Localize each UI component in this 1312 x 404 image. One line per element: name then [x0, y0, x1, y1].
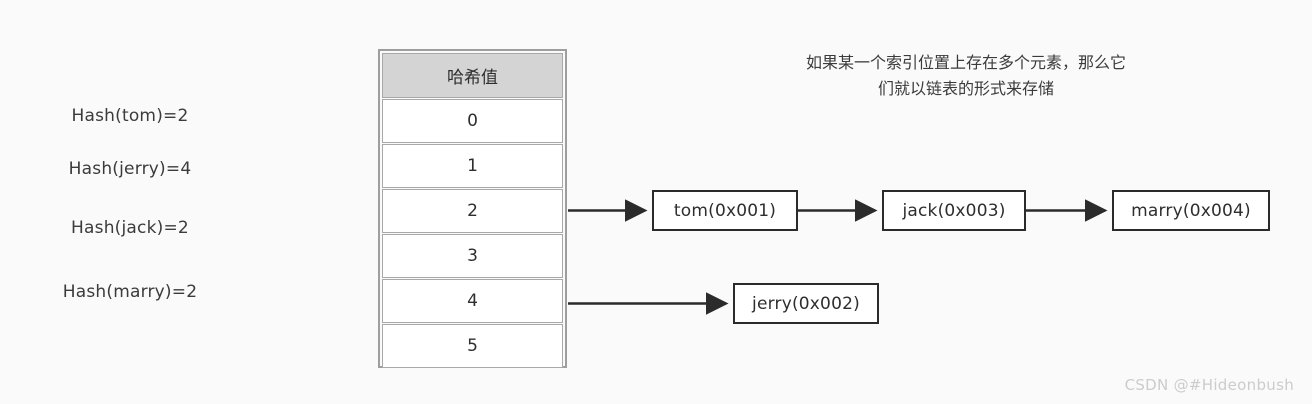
hash-label-jack: Hash(jack)=2: [71, 218, 189, 238]
node-tom: tom(0x001): [652, 190, 798, 231]
annotation-text: 如果某一个索引位置上存在多个元素，那么它 们就以链表的形式来存储: [744, 50, 1188, 102]
hash-bucket-5: 5: [382, 324, 563, 368]
watermark: CSDN @#Hideonbush: [1124, 376, 1294, 394]
annotation-line-1: 如果某一个索引位置上存在多个元素，那么它: [805, 53, 1126, 72]
hash-bucket-2: 2: [382, 189, 563, 233]
hash-label-jerry: Hash(jerry)=4: [68, 159, 192, 179]
hash-label-marry: Hash(marry)=2: [62, 282, 198, 302]
hash-table: 哈希值 0 1 2 3 4 5: [378, 49, 567, 368]
hash-table-header: 哈希值: [382, 53, 563, 98]
node-marry: marry(0x004): [1112, 190, 1270, 231]
node-jerry: jerry(0x002): [733, 283, 879, 324]
hash-bucket-3: 3: [382, 234, 563, 278]
hash-bucket-4: 4: [382, 279, 563, 323]
annotation-line-2: 们就以链表的形式来存储: [877, 79, 1054, 98]
node-jack: jack(0x003): [882, 190, 1026, 231]
hash-bucket-1: 1: [382, 144, 563, 188]
hash-label-tom: Hash(tom)=2: [71, 106, 189, 126]
hash-bucket-0: 0: [382, 99, 563, 143]
